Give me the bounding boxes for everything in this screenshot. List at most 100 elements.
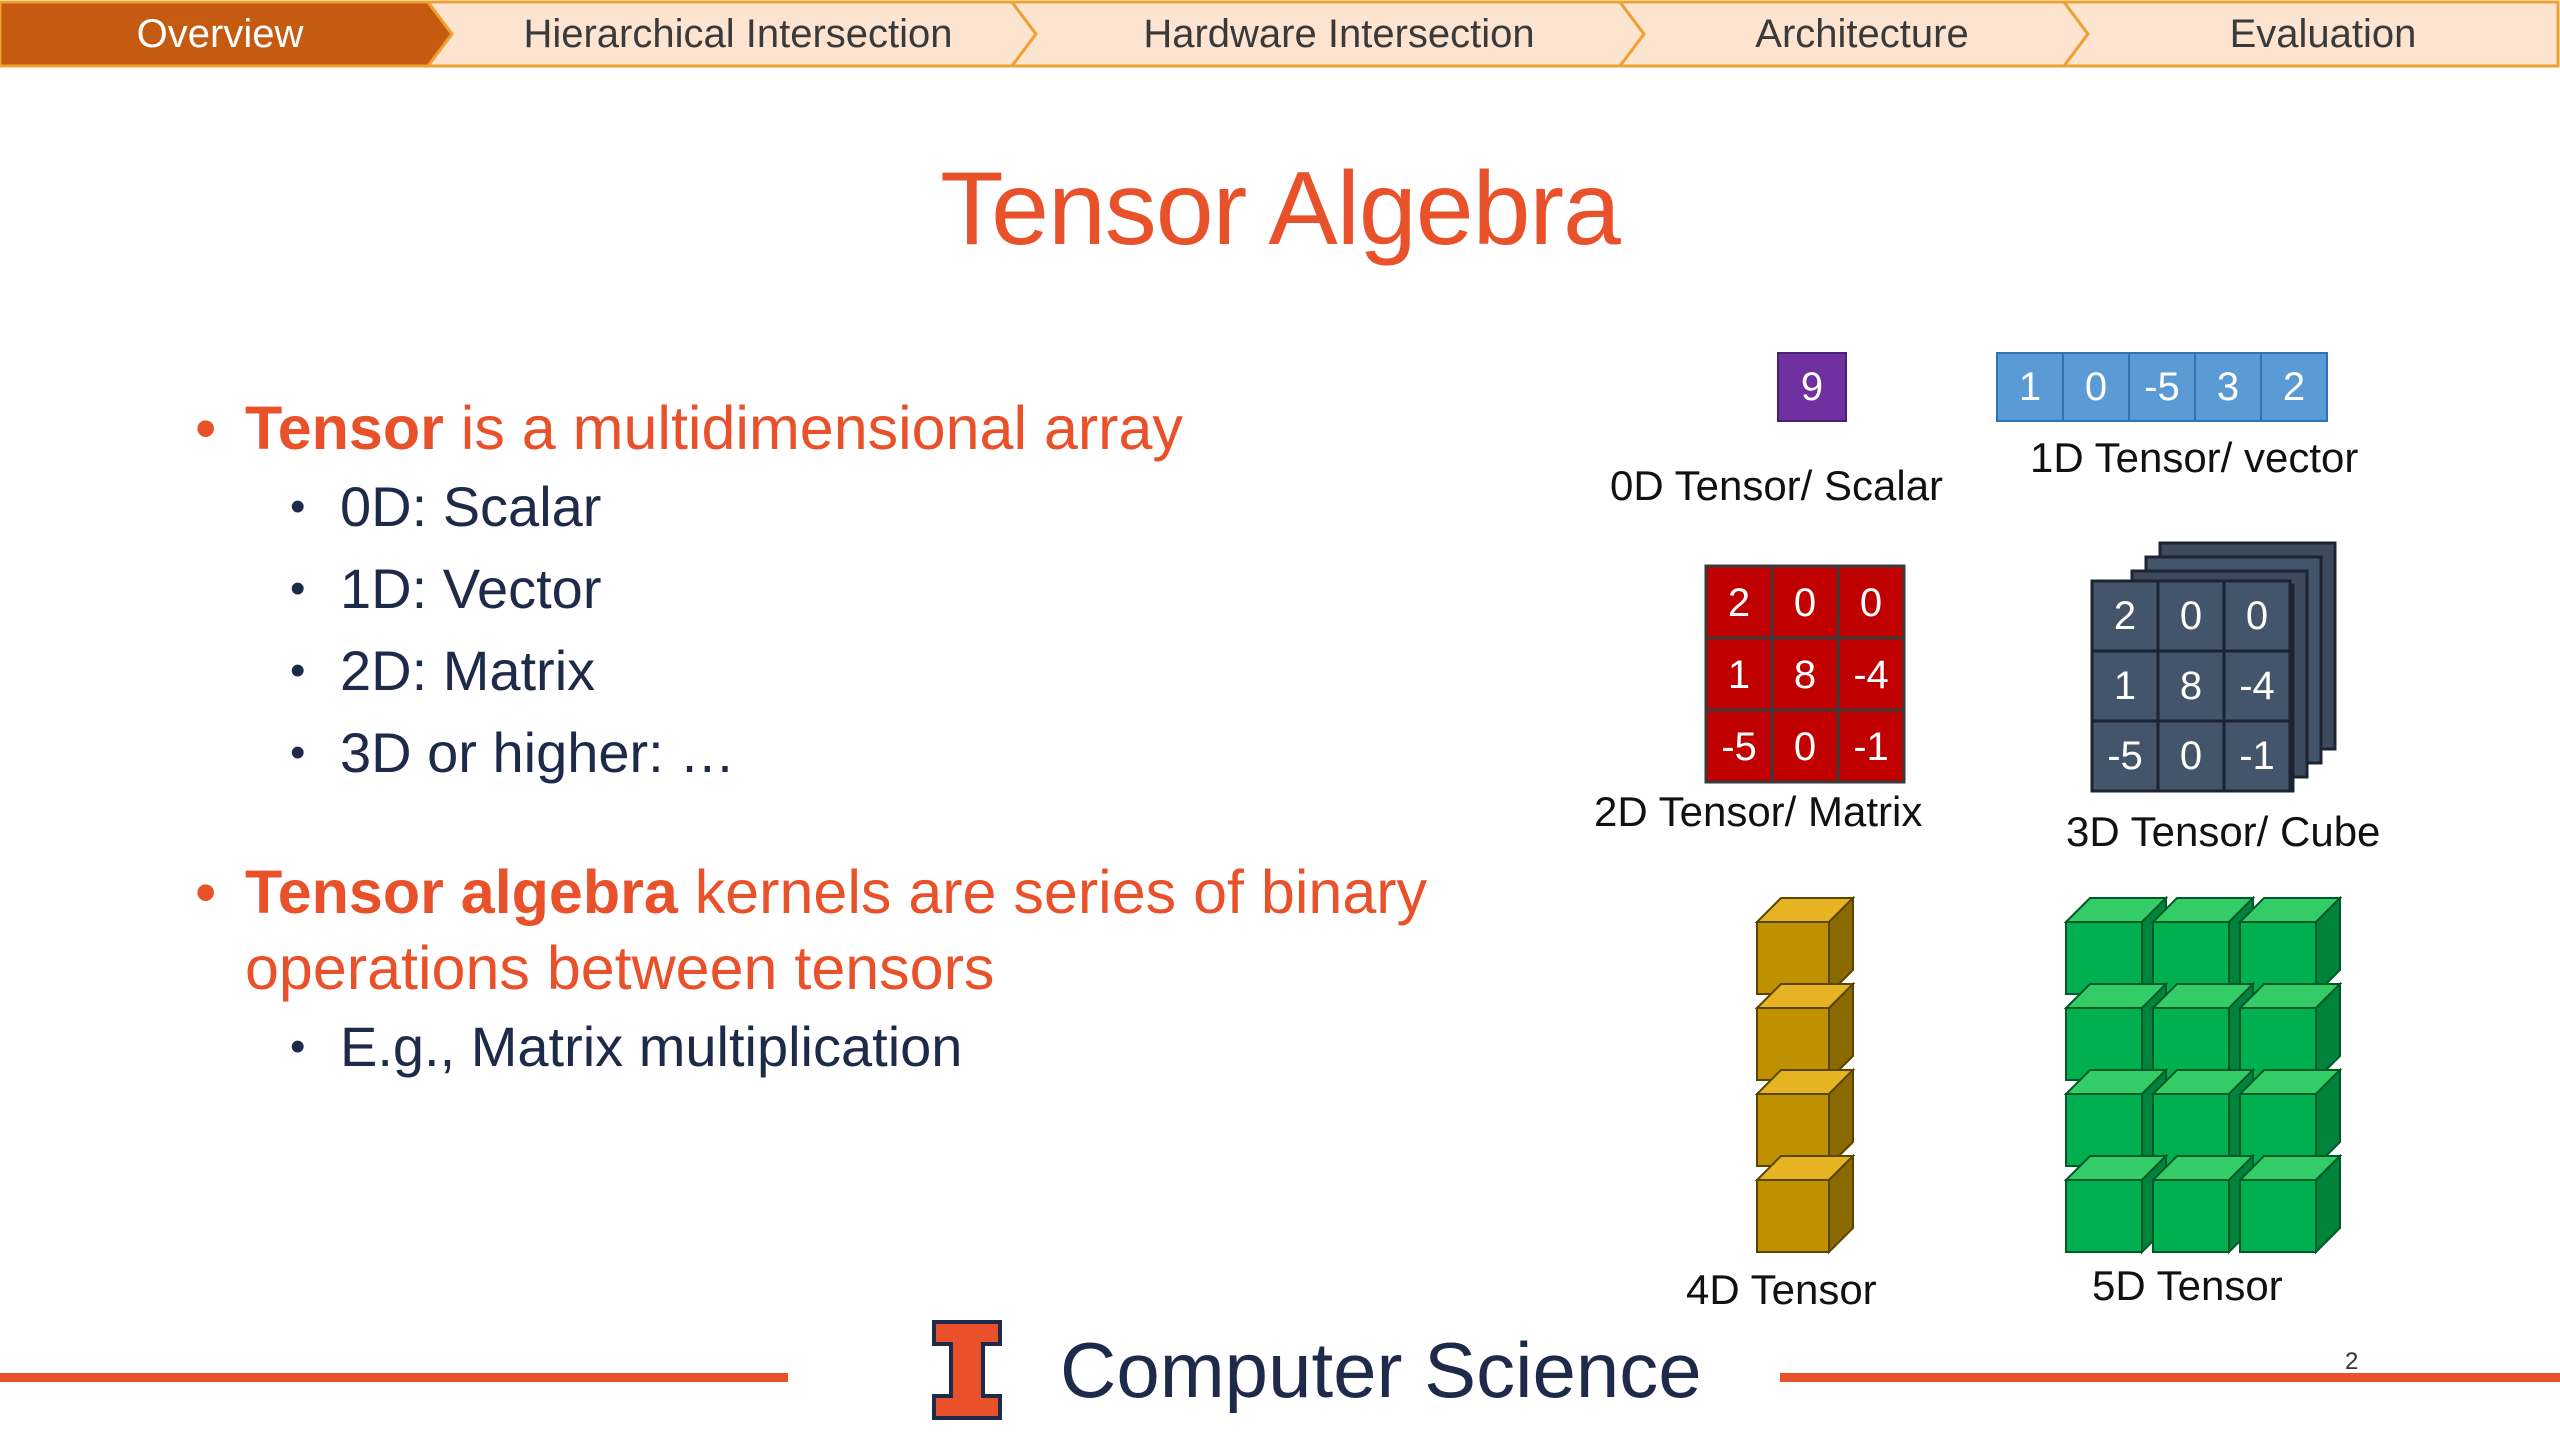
sub-bullet: •2D: Matrix	[195, 630, 1495, 712]
5d-tensor-figure	[2063, 895, 2343, 1255]
vector-value: 2	[2283, 365, 2305, 409]
vector-cell	[2128, 352, 2196, 422]
bullet-dot: •	[290, 482, 306, 531]
section-nav: Overview Hierarchical Intersection Hardw…	[0, 0, 2560, 68]
cube-value: 0	[2246, 594, 2268, 638]
sub-bullet: • 1D: Vector	[195, 548, 1495, 630]
matrix-value: 0	[1794, 725, 1816, 769]
tab-hardware-intersection[interactable]: Hardware Intersection	[1143, 12, 1535, 56]
vector-cell	[2260, 352, 2328, 422]
cube-front-face	[2152, 1179, 2230, 1253]
sub-bullet-text: 3D or higher: …	[340, 721, 736, 784]
bullet-dot: •	[290, 564, 306, 613]
cube-front-face	[2152, 921, 2230, 995]
sub-bullet: • E.g., Matrix multiplication	[195, 1006, 1495, 1088]
vector-caption: 1D Tensor/ vector	[2030, 434, 2359, 481]
sub-bullet: • 0D: Scalar	[195, 466, 1495, 548]
sub-bullet: • 3D or higher: …	[195, 712, 1495, 794]
5d-tensor-caption: 5D Tensor	[2092, 1262, 2283, 1309]
scalar-figure: 9	[1777, 352, 1847, 422]
bullet-bold: Tensor	[245, 394, 444, 462]
matrix-cell	[1836, 708, 1906, 784]
nav-arrows	[0, 0, 2560, 68]
cube-front-face	[2239, 1093, 2317, 1167]
vector-cell	[2062, 352, 2130, 422]
vector-value: 0	[2085, 365, 2107, 409]
bullet-dot: •	[195, 394, 217, 462]
vector-value: 3	[2217, 365, 2239, 409]
tab-overview[interactable]: Overview	[136, 12, 304, 56]
matrix-cell	[1836, 564, 1906, 640]
cube-value: 8	[2180, 664, 2202, 708]
cube-caption: 3D Tensor/ Cube	[2066, 808, 2381, 855]
cube-cell	[2222, 719, 2292, 793]
cube-value: 0	[2180, 734, 2202, 778]
bullet-tensor: • Tensor is a multidimensional array	[195, 390, 1495, 466]
cube-front-face	[2152, 1007, 2230, 1081]
footer-department: Computer Science	[1060, 1326, 1702, 1414]
cube-front-face	[2239, 921, 2317, 995]
nav-arrow-evaluation	[2061, 0, 2560, 68]
4d-tensor-figure	[1754, 895, 1856, 1255]
bullet-dot: •	[290, 1022, 306, 1071]
cube-front-face	[2239, 1007, 2317, 1081]
cube-value: -4	[2239, 664, 2275, 708]
cube-value: -5	[2107, 734, 2143, 778]
cube-front-face	[2065, 1179, 2143, 1253]
sub-bullet-text: 2D: Matrix	[340, 639, 596, 702]
matrix-value: -5	[1721, 725, 1757, 769]
bullet-text: is a multidimensional array	[443, 394, 1183, 462]
cube-cell	[2156, 579, 2226, 653]
4d-tensor-caption: 4D Tensor	[1686, 1266, 1877, 1313]
cube-value: -1	[2239, 734, 2275, 778]
tab-evaluation[interactable]: Evaluation	[2229, 12, 2417, 56]
cube-cell	[2090, 649, 2160, 723]
cube-cell	[2156, 649, 2226, 723]
vector-value: 1	[2019, 365, 2041, 409]
scalar-caption: 0D Tensor/ Scalar	[1610, 462, 1944, 509]
cube-cell	[2222, 649, 2292, 723]
vector-value: -5	[2144, 365, 2180, 409]
bullet-dot: •	[195, 858, 217, 926]
tab-architecture[interactable]: Architecture	[1755, 12, 1969, 56]
sub-bullet-text: E.g., Matrix multiplication	[340, 1015, 963, 1078]
sub-bullet-text: 1D: Vector	[340, 557, 602, 620]
cube-value: 2	[2114, 594, 2136, 638]
matrix-value: 1	[1728, 653, 1750, 697]
tab-hierarchical-intersection[interactable]: Hierarchical Intersection	[523, 12, 953, 56]
cube-value: 0	[2180, 594, 2202, 638]
page-number: 2	[2345, 1348, 2359, 1375]
footer-line-right	[1780, 1373, 2560, 1382]
matrix-cell	[1704, 708, 1774, 784]
cube-value: 1	[2114, 664, 2136, 708]
scalar-value: 9	[1801, 365, 1823, 409]
cube-front-face	[2239, 1179, 2317, 1253]
slide-title: Tensor Algebra	[940, 151, 1621, 267]
matrix-value: 0	[1860, 581, 1882, 625]
sub-bullet-text: 0D: Scalar	[340, 475, 602, 538]
bullet-dot: •	[290, 728, 306, 777]
cube-front-face	[2065, 921, 2143, 995]
matrix-value: 2	[1728, 581, 1750, 625]
cube-front-face	[1756, 1093, 1830, 1167]
bullet-bold: Tensor algebra	[245, 858, 678, 926]
matrix-value: 0	[1794, 581, 1816, 625]
matrix-cell	[1836, 636, 1906, 712]
bullet-list: • Tensor is a multidimensional array • 0D:…	[195, 390, 1495, 1088]
illinois-logo-icon	[932, 1320, 1002, 1420]
cube-front-face	[1756, 921, 1830, 995]
bullet-tensor-algebra: •Tensor algebra kernels are series of bi…	[195, 854, 1495, 1006]
cube-front-face	[2065, 1093, 2143, 1167]
footer-line-left	[0, 1373, 788, 1382]
cube-cell	[2156, 719, 2226, 793]
vector-cell	[1996, 352, 2064, 422]
matrix-value: -4	[1853, 653, 1889, 697]
cube-front-face	[2065, 1007, 2143, 1081]
matrix-caption: 2D Tensor/ Matrix	[1594, 788, 1923, 835]
matrix-value: 8	[1794, 653, 1816, 697]
cube-front-face	[1756, 1179, 1830, 1253]
